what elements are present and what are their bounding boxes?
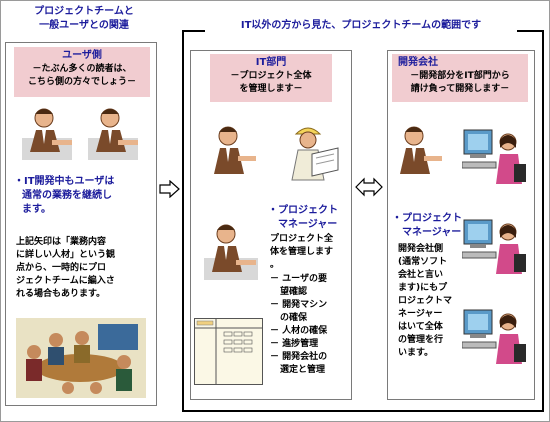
task-item: － ユーザの要 望確認 — [270, 273, 350, 299]
it-pm-tasks: － ユーザの要 望確認 － 開発マシン の確保 － 人材の確保 － 進捗管理 －… — [270, 273, 350, 377]
dev-company-line-1: －開発部分をIT部門から — [410, 71, 510, 81]
dev-pm-line-2: マネージャー — [402, 227, 462, 238]
dev-company-line-2: 請け負って開発します－ — [410, 84, 510, 94]
developer-computer-icon — [462, 306, 528, 370]
task-item: － 人材の確保 — [270, 325, 350, 338]
dev-pm-desc-line: 会社と言い — [398, 270, 444, 280]
left-title-line-1: プロジェクトチームと — [34, 6, 134, 17]
left-title-line-2: 一般ユーザとの関連 — [39, 20, 129, 31]
it-department-line-1: －プロジェクト全体 — [230, 71, 312, 81]
developer-computer-icon — [462, 126, 528, 190]
double-arrow-icon — [355, 177, 383, 197]
task-line: の確保 — [280, 313, 308, 323]
task-line: － ユーザの要 — [270, 274, 327, 284]
task-line: 望確認 — [280, 287, 308, 297]
left-title: プロジェクトチームと 一般ユーザとの関連 — [4, 5, 164, 33]
user-side-line-2: こちら側の方々でしょう－ — [27, 77, 136, 87]
user-bullet: ・IT開発中もユーザは 通常の業務を継続し ます。 — [14, 175, 154, 217]
user-note-line: れる場合もあります。 — [16, 289, 106, 299]
user-note-line: 上記矢印は「業務内容 — [16, 237, 107, 247]
businessman-icon — [82, 104, 144, 164]
dev-pm-desc-line: ます)にもプ — [398, 283, 448, 293]
task-item: － 開発マシン の確保 — [270, 299, 350, 325]
dev-pm-desc-line: はいて全体 — [398, 322, 443, 332]
dev-pm-desc-line: ロジェクトマ — [398, 296, 453, 306]
meeting-icon — [16, 318, 146, 398]
it-pm-desc-line: 。 — [270, 260, 280, 270]
businessman-icon — [204, 122, 262, 182]
it-pm-line-1: ・プロジェクト — [268, 205, 338, 216]
user-side-line-1: －たぶん多くの読者は、 — [32, 64, 132, 74]
project-team-scope-title: IT以外の方から見た、プロジェクトチームの範囲です — [205, 19, 517, 33]
dev-pm-line-1: ・プロジェクト — [392, 213, 462, 224]
task-line: － 人材の確保 — [270, 326, 328, 336]
developer-computer-icon — [462, 216, 528, 280]
it-department-box: IT部門 －プロジェクト全体 を管理します－ — [210, 54, 332, 102]
dev-company-title: 開発会社 — [398, 57, 438, 68]
dev-pm-desc-line: の管理を行 — [398, 335, 444, 345]
user-bullet-line-3: ます。 — [22, 204, 51, 215]
user-note: 上記矢印は「業務内容 に詳しい人材」という観 点から、一時的にプロ ジェクトチー… — [16, 236, 154, 301]
task-line: － 開発マシン — [270, 300, 328, 310]
user-bullet-line-1: ・IT開発中もユーザは — [14, 176, 115, 187]
businessman-icon — [200, 220, 262, 284]
dev-pm-desc-line: (通常ソフト — [398, 257, 448, 267]
user-bullet-line-2: 通常の業務を継続し — [22, 190, 112, 201]
it-department-line-2: を管理します－ — [239, 84, 303, 94]
businessman-icon — [392, 122, 446, 182]
it-pm-description: プロジェクト全 体を管理します 。 — [270, 233, 350, 272]
dev-pm-desc-line: ネージャー — [398, 309, 443, 319]
it-department-title: IT部門 — [255, 57, 287, 68]
businessman-icon — [16, 104, 78, 164]
user-note-line: ジェクトチームに編入さ — [16, 276, 115, 286]
it-pm-desc-line: 体を管理します — [270, 247, 334, 257]
task-item: － 進捗管理 — [270, 338, 350, 351]
dev-pm-description: 開発会社側 (通常ソフト 会社と言い ます)にもプ ロジェクトマ ネージャー は… — [398, 243, 470, 360]
it-pm-label: ・プロジェクト マネージャー — [268, 204, 348, 232]
user-note-line: 点から、一時的にプロ — [16, 263, 107, 273]
it-pm-line-2: マネージャー — [278, 219, 338, 230]
task-line: － 開発会社の — [270, 352, 328, 362]
dev-pm-desc-line: います。 — [398, 348, 434, 358]
task-line: 選定と管理 — [280, 365, 326, 375]
engineer-icon — [282, 120, 342, 184]
user-side-title: ユーザ側 — [62, 50, 102, 61]
dev-pm-label: ・プロジェクト マネージャー — [392, 212, 472, 240]
user-note-line: に詳しい人材」という観 — [16, 250, 116, 260]
gantt-chart-icon — [194, 318, 264, 386]
arrow-right-icon — [159, 180, 181, 198]
dev-pm-desc-line: 開発会社側 — [398, 244, 444, 254]
task-line: － 進捗管理 — [270, 339, 319, 349]
it-pm-desc-line: プロジェクト全 — [270, 234, 334, 244]
task-item: － 開発会社の 選定と管理 — [270, 351, 350, 377]
user-side-box: ユーザ側 －たぶん多くの読者は、 こちら側の方々でしょう－ — [14, 47, 150, 97]
dev-company-box: 開発会社 －開発部分をIT部門から 請け負って開発します－ — [392, 54, 528, 102]
